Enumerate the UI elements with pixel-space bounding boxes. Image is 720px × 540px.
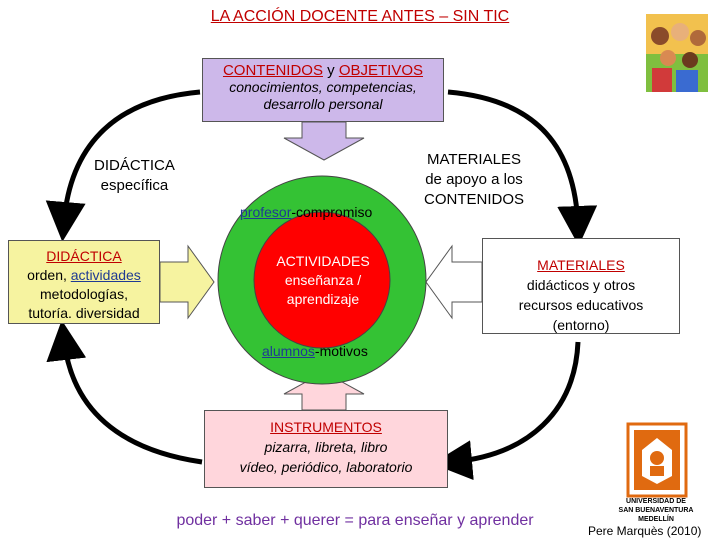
right-box-line4: (entorno): [552, 317, 610, 333]
materiales-apoyo-label: MATERIALES de apoyo a los CONTENIDOS: [424, 151, 525, 208]
cycle-arrow-top-right: [447, 89, 598, 246]
bottom-up-arrow: [283, 371, 365, 411]
bottom-box-line2: pizarra, libreta, libro: [264, 439, 388, 455]
didactica-especifica-label: DIDÁCTICA específica: [94, 157, 175, 194]
people-illustration: [646, 14, 708, 92]
right-box-line2: didácticos y otros: [526, 277, 636, 293]
left-box-line3: metodologías,: [40, 286, 128, 302]
cycle-arrow-bottom-right: [432, 341, 581, 481]
left-box-line4: tutoría. diversidad: [28, 305, 140, 321]
instrumentos-box: INSTRUMENTOS pizarra, libreta, libro víd…: [204, 410, 448, 488]
page-title: LA ACCIÓN DOCENTE ANTES – SIN TIC: [210, 8, 510, 25]
left-right-arrow: [159, 244, 215, 320]
bottom-box-line3: vídeo, periódico, laboratorio: [239, 459, 413, 475]
actividades-label: actividades: [70, 267, 141, 283]
top-box-line3: desarrollo personal: [263, 96, 383, 112]
contenidos-label: CONTENIDOS: [222, 62, 323, 79]
top-down-arrow: [283, 121, 365, 161]
materiales-heading: MATERIALES: [537, 257, 625, 273]
right-box-line3: recursos educativos: [518, 297, 644, 313]
alumnos-motivos-label: alumnos-motivos: [262, 343, 368, 359]
instrumentos-heading: INSTRUMENTOS: [270, 419, 382, 435]
right-left-arrow: [425, 244, 483, 320]
university-name: UNIVERSIDAD DE SAN BUENAVENTURA MEDELLÍN: [618, 498, 694, 523]
footer-formula: poder + saber + querer = para enseñar y …: [176, 512, 534, 529]
cycle-arrow-bottom-left: [46, 320, 203, 465]
materiales-box: MATERIALES didácticos y otros recursos e…: [482, 238, 680, 334]
contenidos-objetivos-box: CONTENIDOS y OBJETIVOS conocimientos, co…: [202, 58, 444, 122]
university-seal-logo: [626, 422, 688, 498]
orden-label: orden,: [27, 267, 71, 283]
actividades-center-text: ACTIVIDADES enseñanza / aprendizaje: [276, 253, 370, 307]
author-credit: Pere Marquès (2010): [588, 524, 702, 538]
y-label: y: [322, 62, 339, 79]
didactica-box: DIDÁCTICA orden, actividades metodología…: [8, 240, 160, 324]
didactica-heading: DIDÁCTICA: [46, 248, 122, 264]
inner-red-circle: [253, 211, 391, 349]
cycle-arrow-top-left: [45, 89, 201, 242]
top-box-line2: conocimientos, competencias,: [229, 79, 417, 95]
objetivos-label: OBJETIVOS: [338, 62, 424, 79]
profesor-compromiso-label: profesor-compromiso: [240, 204, 373, 220]
